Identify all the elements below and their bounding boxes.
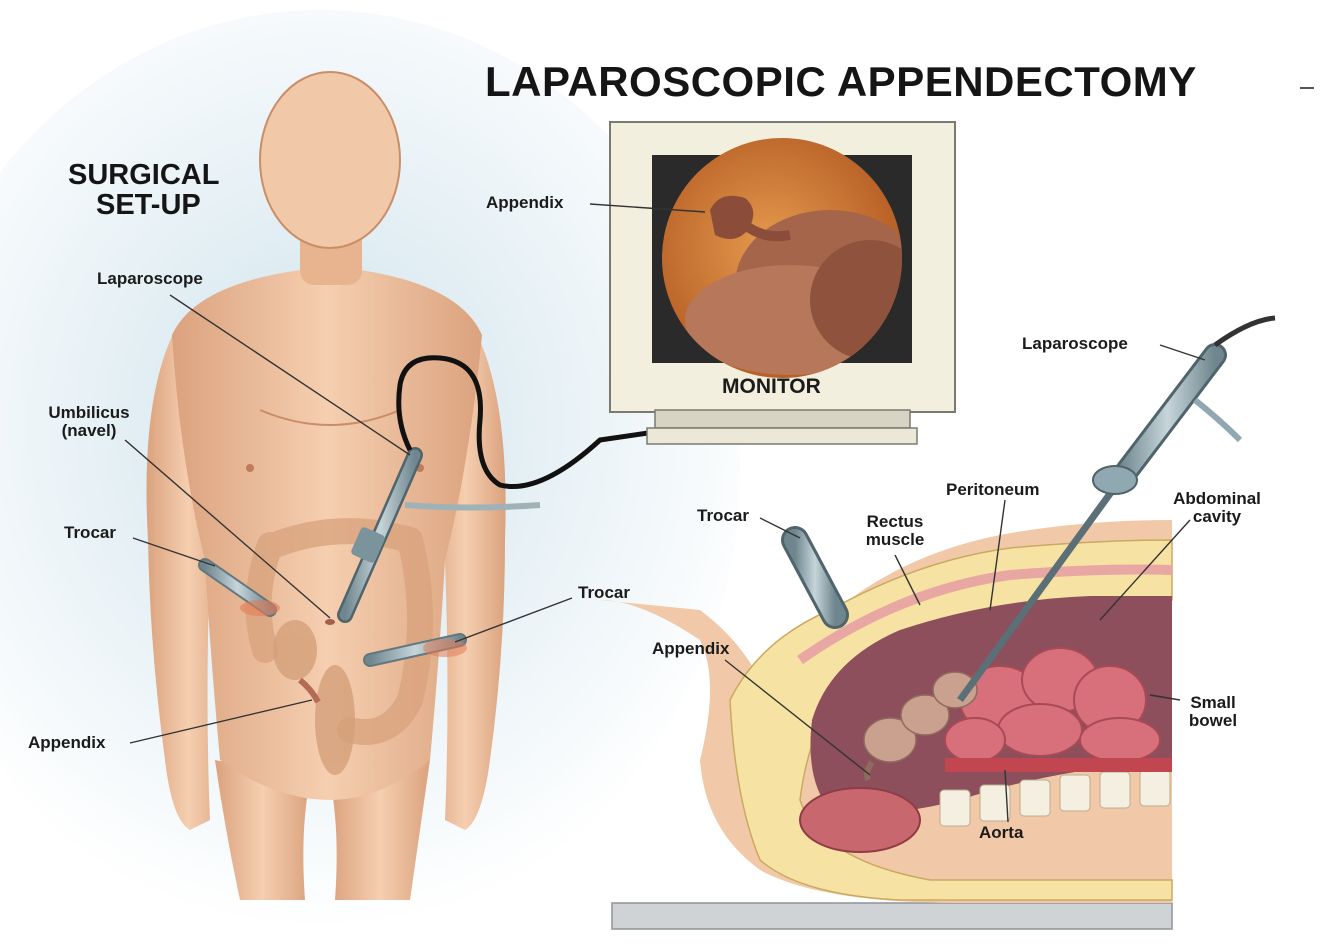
label-small-bowel: Small bowel — [1178, 694, 1248, 730]
surgical-setup-line2: SET-UP — [96, 189, 201, 222]
monitor-caption: MONITOR — [722, 375, 821, 398]
camera-cable — [396, 355, 656, 489]
label-small-bowel-line2: bowel — [1188, 710, 1238, 730]
label-setup-appendix: Appendix — [28, 733, 106, 752]
label-umbilicus-line2: (navel) — [61, 420, 117, 440]
section-laparoscope — [957, 315, 1276, 703]
section-trocar — [781, 526, 849, 629]
label-rectus-line1: Rectus — [866, 512, 924, 531]
human-figure — [146, 71, 541, 900]
label-section-trocar: Trocar — [697, 506, 749, 525]
label-abdominal-cavity: Abdominal cavity — [1158, 490, 1276, 526]
label-small-bowel-line1: Small — [1190, 693, 1236, 712]
figure-trocar-left — [198, 558, 280, 617]
surgical-setup-heading: SURGICAL SET-UP — [68, 160, 219, 221]
diagram-title: LAPAROSCOPIC APPENDECTOMY — [485, 58, 1197, 105]
label-abdominal-line1: Abdominal — [1173, 489, 1261, 508]
label-setup-laparoscope: Laparoscope — [97, 269, 203, 288]
surgical-setup-line1: SURGICAL — [68, 159, 220, 191]
label-rectus-line2: muscle — [865, 529, 925, 549]
label-section-appendix: Appendix — [652, 639, 730, 658]
label-umbilicus: Umbilicus (navel) — [35, 404, 143, 440]
figure-laparoscope — [337, 447, 423, 623]
cross-section — [600, 315, 1276, 930]
figure-trocar-right — [363, 633, 467, 667]
label-section-laparoscope: Laparoscope — [1022, 334, 1128, 353]
label-rectus-muscle: Rectus muscle — [850, 513, 940, 549]
label-monitor-appendix: Appendix — [486, 193, 564, 212]
label-setup-trocar-right: Trocar — [578, 583, 630, 602]
monitor — [589, 121, 956, 445]
label-peritoneum: Peritoneum — [946, 480, 1040, 499]
label-aorta: Aorta — [979, 823, 1024, 842]
label-abdominal-line2: cavity — [1192, 506, 1242, 526]
label-umbilicus-line1: Umbilicus — [48, 403, 130, 422]
label-setup-trocar-left: Trocar — [64, 523, 116, 542]
